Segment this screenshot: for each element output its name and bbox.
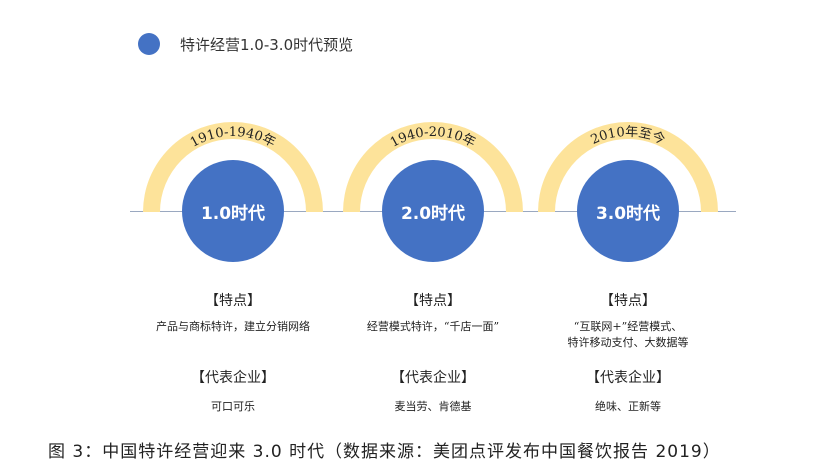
legend-dot-icon	[138, 33, 160, 55]
period-arc-icon: 2010年至今	[538, 122, 718, 212]
era-name: 1.0时代	[200, 203, 266, 224]
features-title: 【特点】	[405, 293, 461, 309]
period-arc-icon: 1910-1940年	[143, 122, 323, 212]
era-circle: 3.0时代	[577, 160, 679, 262]
companies-text: 可口可乐	[211, 400, 255, 413]
era-3: 2010年至今 3.0时代 【特点】 “互联网+”经营模式、 特许移动支付、大数…	[528, 0, 728, 474]
era-circle: 2.0时代	[382, 160, 484, 262]
companies-section: 【代表企业】 绝味、正新等	[498, 367, 758, 415]
figure-caption: 图 3：中国特许经营迎来 3.0 时代（数据来源：美团点评发布中国餐饮报告 20…	[48, 442, 721, 462]
companies-section: 【代表企业】 麦当劳、肯德基	[303, 367, 563, 415]
features-text: 经营模式特许，“千店一面”	[366, 320, 500, 333]
companies-text: 绝味、正新等	[595, 400, 661, 413]
features-text: 产品与商标特许，建立分销网络	[156, 320, 310, 333]
era-name: 2.0时代	[400, 203, 466, 224]
companies-title: 【代表企业】	[391, 370, 475, 386]
era-circle: 1.0时代	[182, 160, 284, 262]
features-title: 【特点】	[205, 293, 261, 309]
era-name: 3.0时代	[595, 203, 661, 224]
legend: 特许经营1.0-3.0时代预览	[138, 33, 353, 55]
companies-title: 【代表企业】	[586, 370, 670, 386]
companies-text: 麦当劳、肯德基	[394, 400, 472, 413]
features-section: 【特点】 经营模式特许，“千店一面”	[303, 290, 563, 335]
era-1: 1910-1940年 1.0时代 【特点】 产品与商标特许，建立分销网络 【代表…	[133, 0, 333, 474]
features-text-line2: 特许移动支付、大数据等	[567, 336, 689, 349]
features-title: 【特点】	[600, 293, 656, 309]
era-period: 2010年至今	[589, 125, 668, 148]
features-section: 【特点】 产品与商标特许，建立分销网络	[103, 290, 363, 335]
legend-label: 特许经营1.0-3.0时代预览	[180, 35, 354, 54]
features-section: 【特点】 “互联网+”经营模式、 特许移动支付、大数据等	[498, 290, 758, 351]
era-2: 1940-2010年 2.0时代 【特点】 经营模式特许，“千店一面” 【代表企…	[333, 0, 533, 474]
companies-title: 【代表企业】	[191, 370, 275, 386]
companies-section: 【代表企业】 可口可乐	[103, 367, 363, 415]
period-arc-icon: 1940-2010年	[343, 122, 523, 212]
features-text-line1: “互联网+”经营模式、	[573, 320, 683, 333]
